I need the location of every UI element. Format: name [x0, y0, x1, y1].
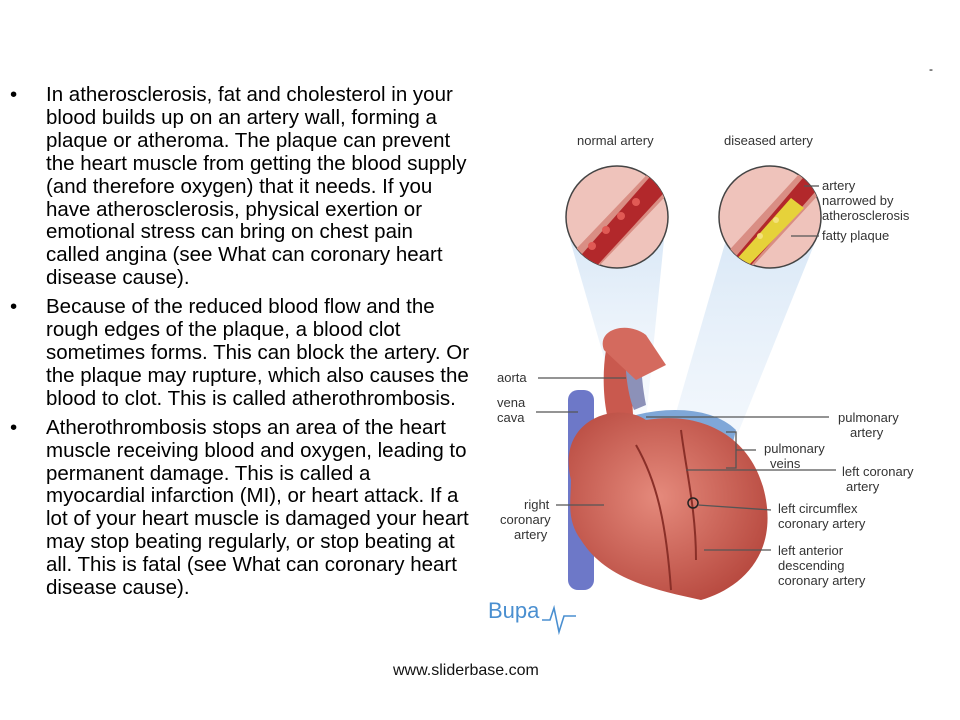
- vena-cava-line2: cava: [497, 410, 525, 425]
- left-anterior-line2: descending: [778, 558, 845, 573]
- bullet-glyph: •: [10, 415, 18, 439]
- normal-artery-icon: [565, 165, 669, 269]
- bupa-logo: Bupa: [488, 598, 576, 636]
- diseased-artery-label: diseased artery: [724, 133, 813, 148]
- right-coronary-line3: artery: [514, 527, 548, 542]
- right-coronary-line2: coronary: [500, 512, 551, 527]
- label-artery-narrowed: artery narrowed by atherosclerosis: [804, 178, 910, 223]
- label-right-coronary: right coronary artery: [500, 497, 604, 542]
- label-pulmonary-artery: pulmonary artery: [646, 410, 899, 440]
- heart-illustration: [568, 327, 768, 600]
- pulmonary-veins-line1: pulmonary: [764, 441, 825, 456]
- label-left-coronary: left coronary artery: [686, 464, 914, 494]
- footer-url: www.sliderbase.com: [393, 662, 539, 679]
- left-circumflex-line1: left circumflex: [778, 501, 858, 516]
- label-aorta: aorta: [497, 370, 626, 385]
- left-circumflex-line2: coronary artery: [778, 516, 866, 531]
- artery-narrowed-line1: artery: [822, 178, 856, 193]
- left-anterior-line1: left anterior: [778, 543, 844, 558]
- label-vena-cava: vena cava: [497, 395, 578, 425]
- vena-cava-line1: vena: [497, 395, 526, 410]
- corner-mark: -: [929, 62, 933, 76]
- bullet-item: • In atherosclerosis, fat and cholestero…: [10, 83, 470, 290]
- bullet-item: • Atherothrombosis stops an area of the …: [10, 415, 470, 600]
- label-fatty-plaque: fatty plaque: [791, 228, 889, 243]
- artery-narrowed-line3: atherosclerosis: [822, 208, 910, 223]
- aorta-text: aorta: [497, 370, 527, 385]
- diseased-artery-icon: [718, 165, 822, 269]
- bullet-text: Because of the reduced blood flow and th…: [46, 295, 470, 410]
- right-coronary-line1: right: [524, 497, 550, 512]
- label-left-circumflex: left circumflex coronary artery: [697, 501, 866, 531]
- pulmonary-artery-line1: pulmonary: [838, 410, 899, 425]
- bupa-brand-text: Bupa: [488, 598, 540, 623]
- bullet-text: Atherothrombosis stops an area of the he…: [46, 415, 469, 600]
- left-coronary-line2: artery: [846, 479, 880, 494]
- left-anterior-line3: coronary artery: [778, 573, 866, 588]
- bullet-text: In atherosclerosis, fat and cholesterol …: [46, 83, 467, 290]
- heart-diagram: normal artery diseased artery: [488, 133, 914, 636]
- fatty-plaque-text: fatty plaque: [822, 228, 889, 243]
- pulmonary-artery-line2: artery: [850, 425, 884, 440]
- bullet-item: • Because of the reduced blood flow and …: [10, 295, 470, 411]
- artery-narrowed-line2: narrowed by: [822, 193, 894, 208]
- pulmonary-veins-line2: veins: [770, 456, 801, 471]
- label-left-anterior: left anterior descending coronary artery: [704, 543, 866, 588]
- bullet-glyph: •: [10, 83, 18, 106]
- bullet-glyph: •: [10, 295, 18, 319]
- bullet-list: • In atherosclerosis, fat and cholestero…: [10, 83, 470, 606]
- label-pulmonary-veins: pulmonary veins: [726, 431, 825, 471]
- left-coronary-line1: left coronary: [842, 464, 914, 479]
- normal-artery-label: normal artery: [577, 133, 654, 148]
